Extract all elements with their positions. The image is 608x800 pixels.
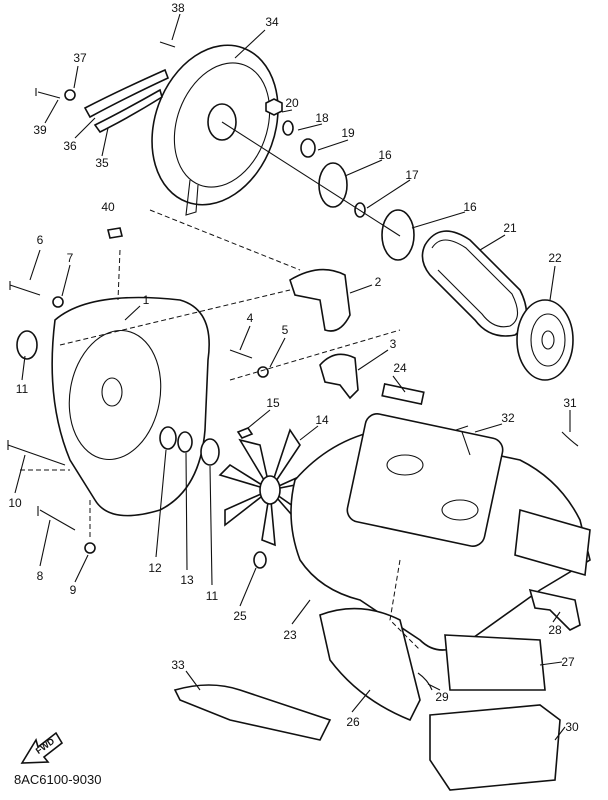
callout-16b: 16 [463, 200, 477, 214]
callout-5: 5 [281, 323, 289, 337]
fan-cover-34 [151, 44, 279, 216]
label-24 [381, 383, 425, 405]
callout-29: 29 [435, 690, 449, 704]
callout-22: 22 [548, 251, 562, 265]
callout-27: 27 [561, 655, 575, 669]
duct-2 [289, 268, 351, 332]
washer-18 [282, 120, 294, 136]
callout-28: 28 [548, 623, 562, 637]
part-code: 8AC6100-9030 [14, 772, 102, 787]
bolt-32 [455, 425, 471, 456]
callout-11: 11 [15, 382, 29, 396]
seal-11 [16, 330, 38, 360]
callout-11b: 11 [205, 589, 219, 603]
washer-9 [84, 542, 96, 554]
callout-18: 18 [315, 111, 329, 125]
bolt-39 [35, 88, 61, 99]
nut-37 [64, 89, 76, 101]
callout-17: 17 [405, 168, 419, 182]
callout-4: 4 [246, 311, 254, 325]
washer-19 [300, 138, 316, 158]
callout-14: 14 [315, 413, 329, 427]
bolt-4 [229, 349, 253, 359]
callout-40: 40 [101, 200, 115, 214]
callout-31: 31 [563, 396, 577, 410]
strap-35 [93, 88, 163, 134]
callout-8: 8 [36, 569, 44, 583]
bracket-3 [319, 353, 359, 400]
box-30 [429, 704, 561, 791]
callout-10: 10 [8, 496, 22, 510]
bolt-6 [9, 281, 41, 296]
callout-39: 39 [33, 123, 47, 137]
callout-26: 26 [346, 715, 360, 729]
nut-20 [265, 98, 283, 116]
strap-36 [83, 68, 170, 119]
clip-40 [107, 227, 123, 239]
callout-30: 30 [565, 720, 579, 734]
callout-20: 20 [285, 96, 299, 110]
callout-15: 15 [266, 396, 280, 410]
duct-26 [319, 607, 421, 722]
v-belt-21 [421, 230, 528, 337]
callout-13: 13 [180, 573, 194, 587]
callout-6: 6 [36, 233, 44, 247]
seal-11b [200, 438, 220, 466]
callout-23: 23 [283, 628, 297, 642]
callout-21: 21 [503, 221, 517, 235]
callout-9: 9 [69, 583, 77, 597]
callout-1: 1 [142, 293, 150, 307]
collar-5 [257, 366, 269, 378]
washer-13 [177, 431, 193, 453]
oring-12 [159, 426, 177, 450]
clip-31 [561, 431, 579, 447]
bolt-10 [7, 440, 66, 466]
callout-37: 37 [73, 51, 87, 65]
bolt-8 [37, 506, 76, 531]
callout-12: 12 [148, 561, 162, 575]
crankcase-cover-1 [51, 296, 210, 517]
duct-27 [444, 634, 546, 691]
callout-19: 19 [341, 126, 355, 140]
callout-2: 2 [374, 275, 382, 289]
callout-38: 38 [171, 1, 185, 15]
callout-32: 32 [501, 411, 515, 425]
bolt-38 [159, 41, 176, 48]
clip-29 [417, 672, 433, 691]
callout-35: 35 [95, 156, 109, 170]
callout-16: 16 [378, 148, 392, 162]
callout-25: 25 [233, 609, 247, 623]
callout-3: 3 [389, 337, 397, 351]
callout-33: 33 [171, 658, 185, 672]
key-15 [236, 427, 254, 439]
grommet-25 [253, 551, 267, 569]
washer-7 [52, 296, 64, 308]
callout-7: 7 [66, 251, 74, 265]
callout-24: 24 [393, 361, 407, 375]
pulley-22 [516, 299, 574, 381]
seal-28 [528, 588, 581, 631]
callout-36: 36 [63, 139, 77, 153]
pulley-half-16 [318, 162, 348, 208]
fan-shroud-23 [290, 413, 591, 651]
callout-34: 34 [265, 15, 279, 29]
forward-arrow-icon [20, 731, 64, 764]
guard-33 [173, 684, 332, 741]
